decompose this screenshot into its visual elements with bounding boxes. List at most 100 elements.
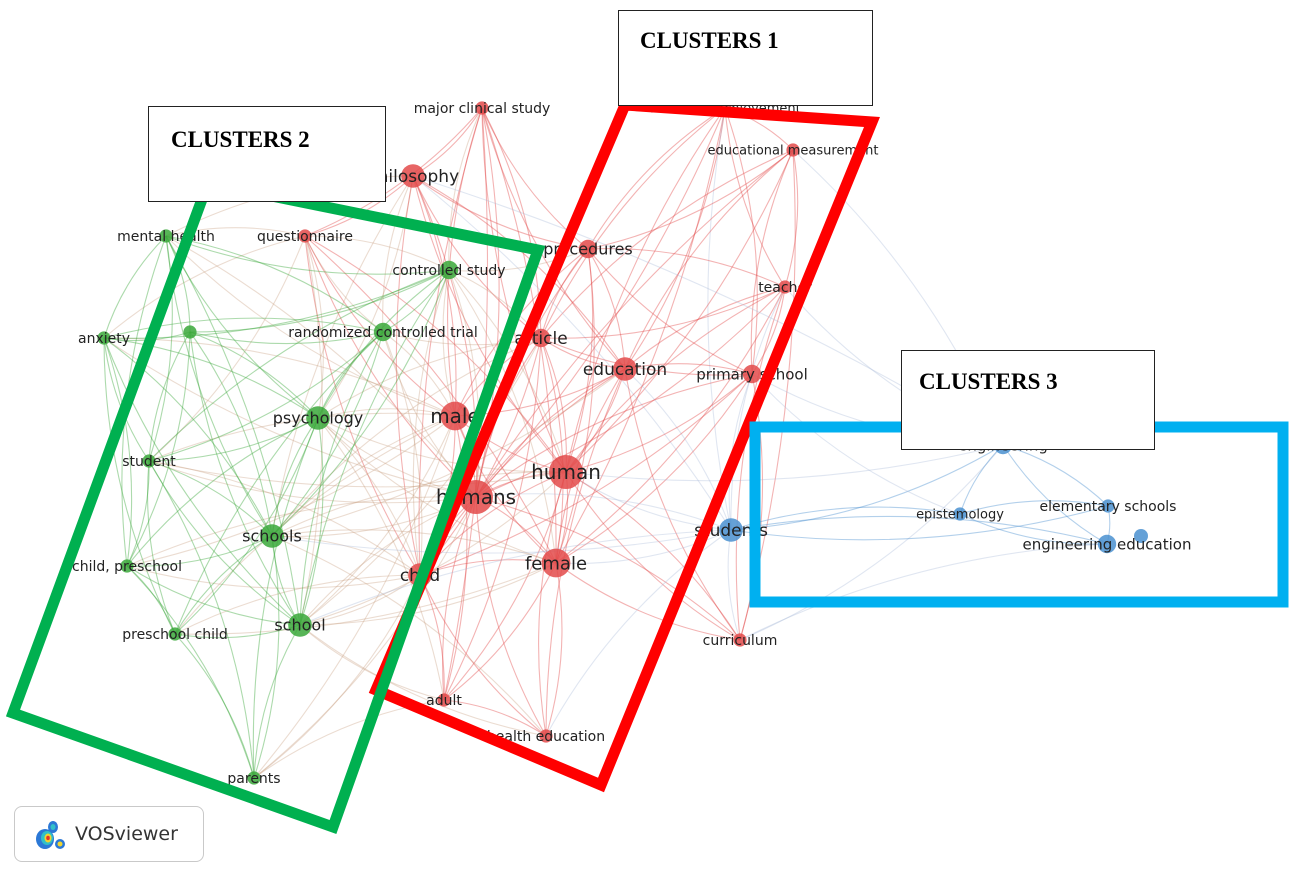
node-adult[interactable] [437,693,451,707]
link-procedures-primary_school [587,248,753,375]
link-psychology-schools [271,417,319,537]
link-major_clinical_study-questionnaire [304,107,483,237]
node-engineering-education-secondary[interactable] [1134,529,1148,543]
node-students[interactable] [719,518,743,542]
label-psychology: psychology [273,409,364,428]
vosviewer-name: VOSviewer [75,823,178,845]
link-psychology-preschool_child [174,417,319,635]
node-parents[interactable] [247,771,261,785]
node-female[interactable] [541,548,571,578]
link-educational_measurement-procedures [587,149,794,250]
node-procedures[interactable] [578,239,598,259]
node-educational-measurement[interactable] [786,143,800,157]
link-questionnaire-randomized_controlled_trial [304,235,384,333]
node-education[interactable] [613,357,637,381]
link-article-school [299,337,542,626]
link-academic_achievement-students [707,107,732,531]
link-curriculum-humans [475,496,741,641]
node-epistemology[interactable] [953,507,967,521]
node-elementary-schools[interactable] [1101,499,1115,513]
label-epistemology: epistemology [916,508,1004,523]
link-anxiety-student [103,337,150,462]
node-psychology[interactable] [306,406,330,430]
link-academic_achievement-female [555,107,726,564]
link-academic_achievement-education [624,107,726,370]
node-randomized-controlled-trial[interactable] [373,322,393,342]
link-teacher-education [624,286,786,370]
link-teacher-curriculum [735,286,786,641]
link-child_preschool-preschool_child [126,565,176,635]
link-male-school [299,415,456,626]
link-male-controlled_study [442,269,456,417]
link-student-school [148,460,301,626]
link-article-adult [443,337,542,701]
link-controlled_study-green_unlabeled [189,269,450,333]
link-health_education-schools [271,535,547,737]
link-procedures-article [540,248,589,339]
link-green_unlabeled-psychology [189,331,319,419]
link-teacher-students [730,286,786,531]
label-randomized-controlled-trial: randomized controlled trial [288,325,477,341]
node-health-education[interactable] [539,729,553,743]
link-schools-preschool_child [174,535,273,635]
link-anxiety-psychology [103,337,319,419]
link-procedures-teacher [587,248,786,288]
link-adult-health_education [443,699,547,737]
link-academic_achievement-humans [475,107,726,498]
label-controlled-study: controlled study [392,263,505,279]
node-schools[interactable] [260,524,284,548]
link-randomized_controlled_trial-student [148,331,384,462]
cluster-2-label-box: CLUSTERS 2 [148,106,386,202]
vosviewer-badge[interactable]: VOSviewer [14,806,204,862]
link-questionnaire-humans [304,235,477,498]
link-human-school [299,471,567,626]
node-mental-health[interactable] [159,229,173,243]
link-male-anxiety [103,337,456,417]
link-child-psychology [317,417,421,576]
link-human-engineering [565,444,1004,482]
node-engineering-education[interactable] [1097,534,1117,554]
node-human[interactable] [549,455,583,489]
link-green_unlabeled-schools [189,331,273,537]
link-student-parents [148,460,255,779]
link-educational_measurement-human [565,149,794,473]
link-academic_achievement-teacher [724,107,786,288]
link-questionnaire-female [304,235,557,564]
node-article[interactable] [531,328,551,348]
link-article-female [540,337,564,564]
link-human-health_education [538,471,567,737]
link-mental_health-anxiety [103,235,167,339]
link-questionnaire-human [304,235,567,473]
link-preschool_child-parents [174,633,255,779]
cluster-1-label: CLUSTERS 1 [640,28,779,53]
node-major-clinical-study[interactable] [475,101,489,115]
node-anxiety[interactable] [97,331,111,345]
node-controlled-study[interactable] [439,260,459,280]
cluster-2-label: CLUSTERS 2 [171,127,310,152]
link-humans-child_preschool [126,496,477,567]
node-curriculum[interactable] [733,633,747,647]
link-child-parents [253,574,421,779]
link-mental_health-student [148,235,173,462]
node-primary-school[interactable] [742,364,762,384]
link-male-mental_health [165,235,456,417]
link-primary_school-child [419,373,753,576]
link-anxiety-preschool_child [103,337,176,635]
node-teacher[interactable] [778,280,792,294]
node-student[interactable] [142,454,156,468]
link-philosophy-male [412,175,457,417]
node-child-preschool[interactable] [120,559,134,573]
node-philosophy[interactable] [401,164,425,188]
label-human: human [531,460,601,484]
link-randomized_controlled_trial-school [299,331,384,626]
node-questionnaire[interactable] [298,229,312,243]
link-randomized_controlled_trial-schools [271,331,384,537]
link-humans-adult [442,496,477,701]
node-green-unlabeled[interactable] [183,325,197,339]
link-randomized_controlled_trial-preschool_child [174,331,384,635]
link-questionnaire-male [304,235,456,417]
node-male[interactable] [440,401,470,431]
label-primary-school: primary school [696,365,808,383]
node-school[interactable] [288,613,312,637]
node-preschool-child[interactable] [168,627,182,641]
